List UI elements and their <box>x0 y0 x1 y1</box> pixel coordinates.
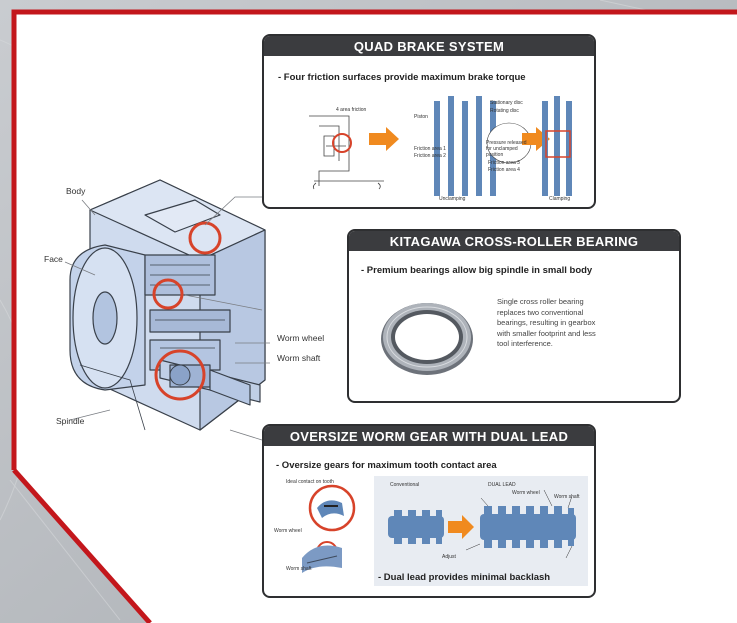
label-worm-shaft: Worm shaft <box>277 353 321 363</box>
label-tooth-stage: Worm wheel <box>512 490 540 496</box>
label-ideal-contact: Ideal contact on tooth <box>286 479 334 485</box>
label-dual-lead: DUAL LEAD <box>488 482 516 488</box>
worm-gear-footer: - Dual lead provides minimal backlash <box>378 572 551 583</box>
arrow-icon <box>448 515 474 539</box>
worm-gear-closeup <box>302 484 356 573</box>
rotary-table-illustration <box>69 179 266 431</box>
label-stationary-disc: Stationary disc <box>490 100 523 106</box>
bearing-title: KITAGAWA CROSS-ROLLER BEARING <box>349 231 679 251</box>
label-worm-wheel: Worm wheel <box>277 333 325 343</box>
dual-lead-diagram <box>388 489 576 559</box>
label-friction-4: Friction area 4 <box>488 167 520 173</box>
label-rotating-disc: Rotating disc <box>490 108 519 114</box>
label-body: Body <box>66 186 86 196</box>
label-unclamping: Unclamping <box>439 196 466 202</box>
label-clamping: Clamping <box>549 196 571 202</box>
label-pressure: Pressure released for unclamped position <box>486 140 527 158</box>
quad-brake-diagram <box>309 96 572 196</box>
quad-brake-subtitle: - Four friction surfaces provide maximum… <box>278 72 526 83</box>
label-worm-shaft-small: Worm shaft <box>286 566 312 572</box>
worm-gear-panel: OVERSIZE WORM GEAR WITH DUAL LEAD - Over… <box>262 424 596 598</box>
bearing-description: Single cross roller bearing replaces two… <box>497 297 596 348</box>
label-friction-3: Friction area 3 <box>488 160 520 166</box>
bearing-image <box>381 303 473 375</box>
highlight-circle-bearing <box>152 278 184 310</box>
label-face: Face <box>44 254 63 264</box>
red-border <box>11 9 737 470</box>
label-conventional: Conventional <box>390 482 420 488</box>
quad-brake-title: QUAD BRAKE SYSTEM <box>264 36 594 56</box>
label-dual-shaft: Worm shaft <box>554 494 580 500</box>
quad-brake-panel: QUAD BRAKE SYSTEM - Four friction surfac… <box>262 34 596 209</box>
label-adjust: Adjust <box>442 554 456 560</box>
label-friction-2: Friction area 2 <box>414 153 446 159</box>
bearing-subtitle: - Premium bearings allow big spindle in … <box>361 265 593 276</box>
worm-gear-subtitle: - Oversize gears for maximum tooth conta… <box>276 460 497 471</box>
label-piston: Piston <box>414 114 428 120</box>
worm-gear-title: OVERSIZE WORM GEAR WITH DUAL LEAD <box>264 426 594 446</box>
label-friction-1: Friction area 1 <box>414 146 446 152</box>
label-worm-wheel-small: Worm wheel <box>274 528 302 534</box>
arrow-icon <box>369 127 399 151</box>
label-spindle: Spindle <box>56 416 85 426</box>
clamping-discs <box>542 96 572 196</box>
highlight-circle-worm <box>154 349 206 401</box>
bearing-panel: KITAGAWA CROSS-ROLLER BEARING - Premium … <box>347 229 681 403</box>
label-four-area: 4 area friction <box>336 107 367 113</box>
